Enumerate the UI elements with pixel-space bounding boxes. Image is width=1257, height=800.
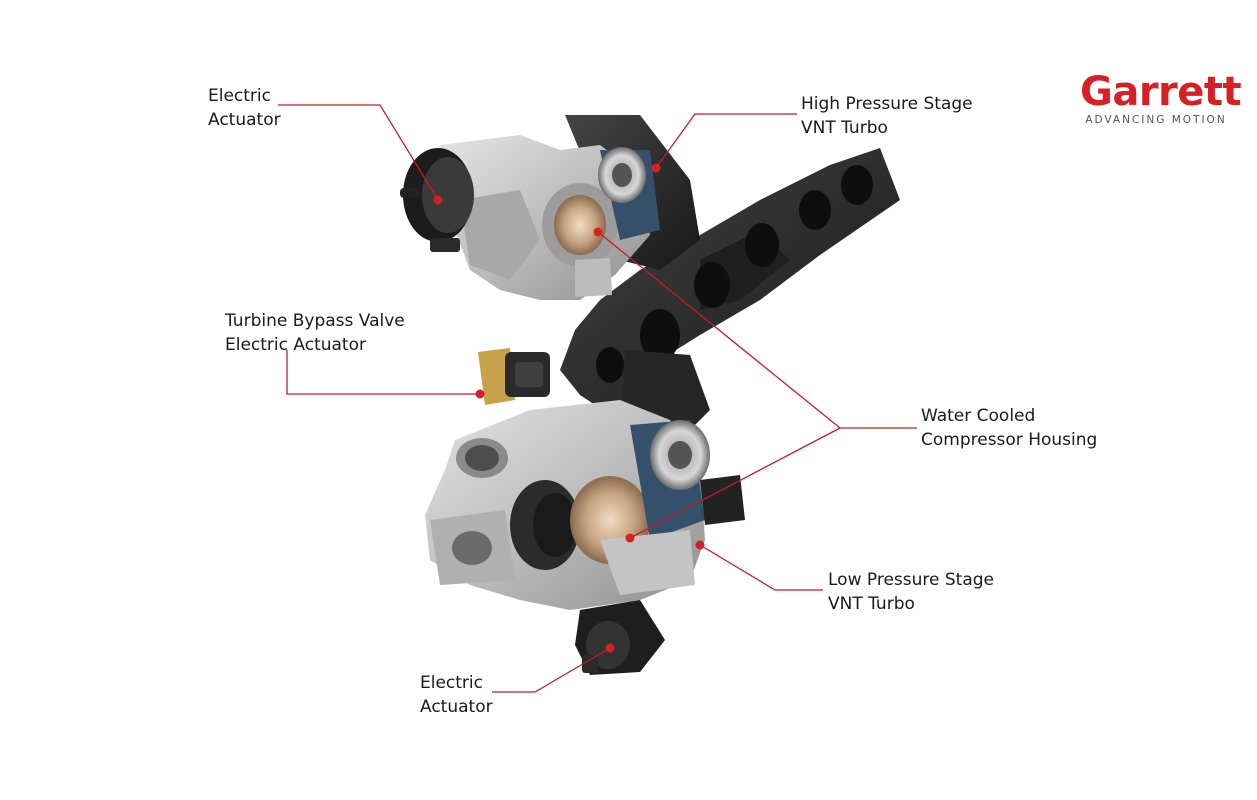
- bottom-electric-actuator: [575, 600, 665, 675]
- marker-bottom-actuator: [605, 643, 615, 653]
- marker-high-pressure: [651, 163, 661, 173]
- leader-top-actuator: [278, 104, 439, 201]
- label-line: Actuator: [420, 697, 493, 717]
- marker-water-cooled-upper: [593, 227, 603, 237]
- leader-bottom-actuator: [492, 647, 611, 693]
- logo-wordmark: Garrett: [1080, 69, 1242, 115]
- marker-water-cooled-lower: [625, 533, 635, 543]
- label-line: Electric Actuator: [225, 335, 366, 355]
- leader-lines: [278, 104, 917, 693]
- high-pressure-turbo: [440, 135, 660, 300]
- label-line: Water Cooled: [921, 406, 1036, 426]
- label-line: Actuator: [208, 110, 281, 130]
- label-line: Electric: [208, 86, 271, 106]
- label-line: High Pressure Stage: [801, 94, 973, 114]
- label-line: Turbine Bypass Valve: [225, 311, 405, 331]
- top-electric-actuator: [400, 148, 474, 252]
- logo-tagline: ADVANCING MOTION: [1085, 114, 1227, 126]
- leader-bypass-valve: [286, 350, 480, 395]
- label-high-pressure-stage: High Pressure Stage VNT Turbo: [801, 92, 973, 140]
- label-turbine-bypass-valve: Turbine Bypass Valve Electric Actuator: [225, 309, 405, 357]
- marker-low-pressure: [695, 540, 705, 550]
- low-pressure-turbo: [425, 400, 745, 610]
- label-line: VNT Turbo: [801, 118, 888, 138]
- marker-top-actuator: [433, 195, 443, 205]
- label-line: VNT Turbo: [828, 594, 915, 614]
- label-low-pressure-stage: Low Pressure Stage VNT Turbo: [828, 568, 994, 616]
- leader-water-cooled-lower: [629, 427, 841, 539]
- label-water-cooled-housing: Water Cooled Compressor Housing: [921, 404, 1097, 452]
- label-line: Compressor Housing: [921, 430, 1098, 450]
- marker-bypass-valve: [475, 389, 485, 399]
- label-line: Electric: [420, 673, 483, 693]
- leader-high-pressure: [655, 113, 797, 169]
- bypass-valve-actuator: [478, 348, 550, 405]
- garrett-logo: Garrett ADVANCING MOTION: [1080, 69, 1242, 126]
- label-line: Low Pressure Stage: [828, 570, 994, 590]
- label-electric-actuator-top: Electric Actuator: [208, 84, 281, 132]
- leader-low-pressure: [699, 544, 823, 591]
- callout-markers: [433, 163, 705, 653]
- label-electric-actuator-bottom: Electric Actuator: [420, 671, 493, 719]
